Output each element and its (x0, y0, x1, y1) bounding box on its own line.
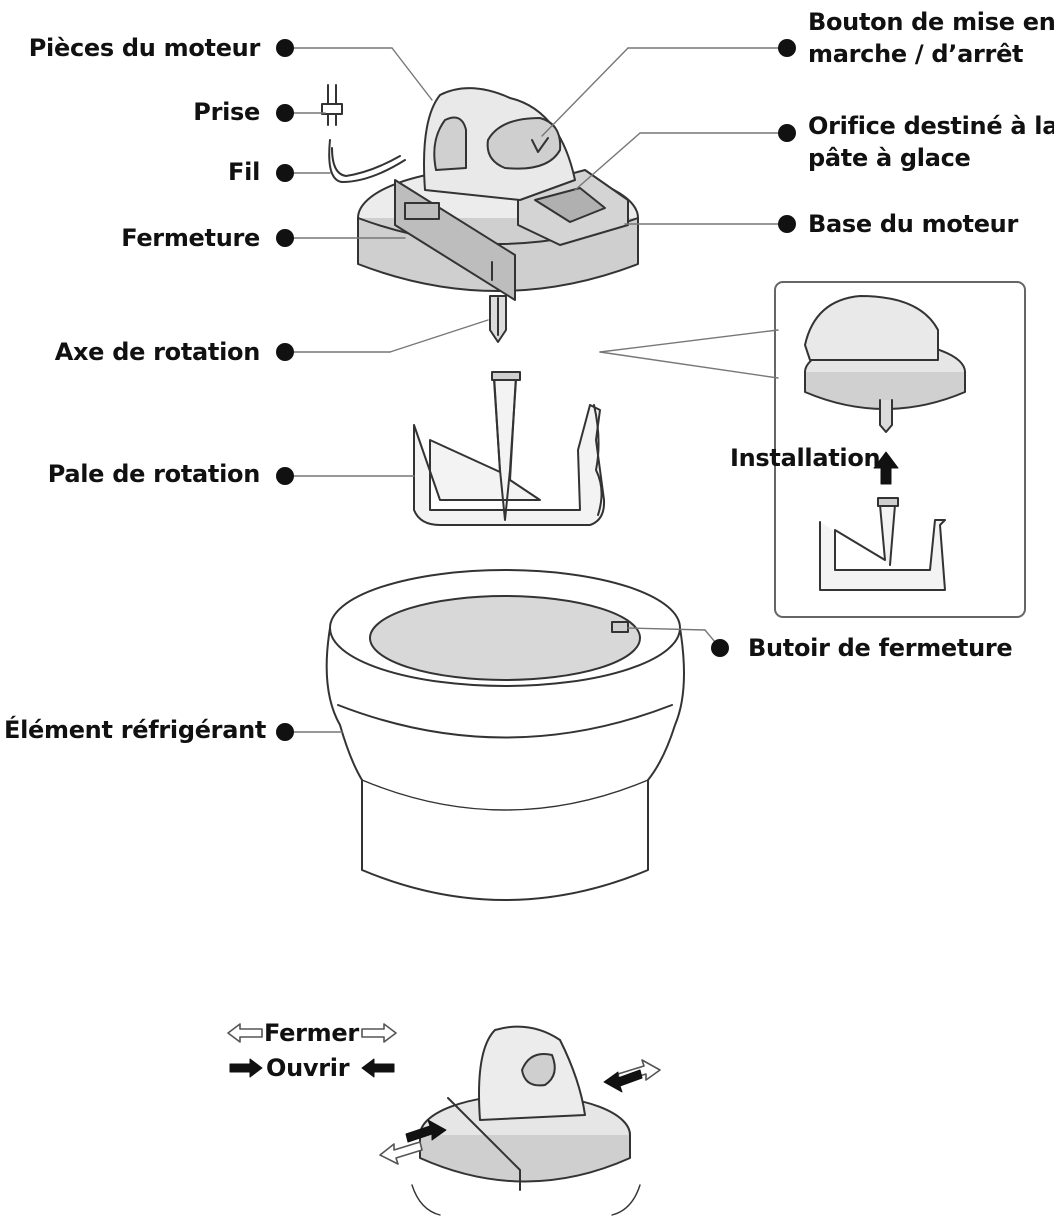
label-opening-line2: pâte à glace (808, 144, 971, 172)
label-lock: Fermeture (121, 224, 260, 252)
open-arrow-in-right-icon (603, 1069, 643, 1093)
bullet-rotation-axis-icon (276, 343, 294, 361)
rotation-axis-drawing (489, 295, 507, 343)
label-installation: Installation (730, 444, 881, 472)
label-power-button-line1: Bouton de mise en (808, 8, 1054, 36)
bullet-cooling-element-icon (276, 723, 294, 741)
label-rotation-axis: Axe de rotation (54, 338, 261, 366)
close-arrow-right-icon (361, 1023, 397, 1043)
plug-and-cord-drawing (321, 84, 406, 183)
label-close: Fermer (264, 1019, 359, 1047)
label-open: Ouvrir (266, 1054, 350, 1082)
label-motor-parts: Pièces du moteur (28, 34, 261, 62)
label-power-button: Bouton de mise en marche / d’arrêt (808, 6, 1054, 70)
bullet-motor-base-icon (778, 215, 796, 233)
close-arrow-left-bottom-icon (379, 1141, 423, 1165)
cooling-bowl-drawing (325, 569, 685, 901)
motor-housing-drawing (423, 87, 576, 201)
install-arrow-up-icon (873, 451, 899, 485)
bullet-motor-parts-icon (276, 39, 294, 57)
label-motor-base: Base du moteur (808, 210, 1018, 238)
bullet-opening-icon (778, 124, 796, 142)
bullet-plug-icon (276, 104, 294, 122)
label-power-button-line2: marche / d’arrêt (808, 40, 1024, 68)
label-paddle: Pale de rotation (47, 460, 261, 488)
open-arrows (229, 1058, 643, 1143)
label-opening: Orifice destiné à la pâte à glace (808, 110, 1054, 174)
bullet-lock-icon (276, 229, 294, 247)
label-bullets (276, 39, 796, 741)
label-plug: Prise (193, 98, 260, 126)
label-cooling-element: Élément réfrigérant (4, 716, 267, 744)
close-open-view-drawing (411, 1025, 641, 1216)
bullet-cord-icon (276, 164, 294, 182)
bullet-power-button-icon (778, 39, 796, 57)
open-arrow-left-icon (361, 1058, 395, 1078)
open-arrow-in-left-icon (405, 1119, 447, 1143)
open-arrow-right-icon (229, 1058, 263, 1078)
bullet-lock-stop-icon (711, 639, 729, 657)
label-cord: Fil (228, 158, 260, 186)
bullet-paddle-icon (276, 467, 294, 485)
label-lock-stop: Butoir de fermeture (748, 634, 1013, 662)
close-arrow-left-icon (227, 1023, 263, 1043)
paddle-drawing (413, 371, 606, 526)
leader-lines (284, 47, 788, 733)
installation-inset-drawing (774, 281, 1026, 618)
label-opening-line1: Orifice destiné à la (808, 112, 1054, 140)
